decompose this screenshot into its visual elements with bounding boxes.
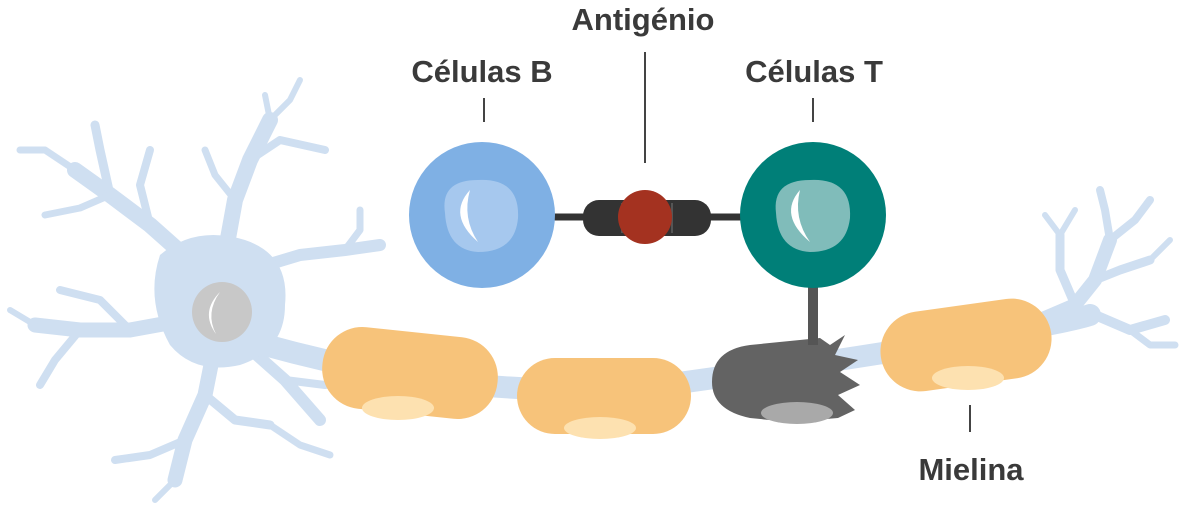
neuron-nucleus-crescent — [208, 292, 220, 334]
antigen-label: Antigénio — [572, 2, 715, 37]
myelin-segment-1 — [322, 326, 498, 420]
t-cell — [740, 142, 886, 288]
axon-terminal — [1033, 186, 1179, 349]
neuron-nucleus — [192, 282, 252, 342]
myelin-callout: Mielina — [918, 405, 1024, 487]
myelin-segment-3 — [880, 298, 1052, 392]
b-cell — [409, 142, 555, 288]
antigen-particle — [618, 190, 672, 244]
t-cells-callout: Células T — [745, 54, 883, 122]
myelin-label: Mielina — [918, 452, 1024, 487]
neuron — [7, 77, 1101, 503]
antigen-callout: Antigénio — [572, 2, 715, 163]
damaged-myelin-segment — [712, 335, 860, 424]
myelin-segment-2 — [517, 358, 691, 439]
t-cells-label: Células T — [745, 54, 883, 89]
b-cells-label: Células B — [411, 54, 552, 89]
b-cells-callout: Células B — [411, 54, 553, 122]
